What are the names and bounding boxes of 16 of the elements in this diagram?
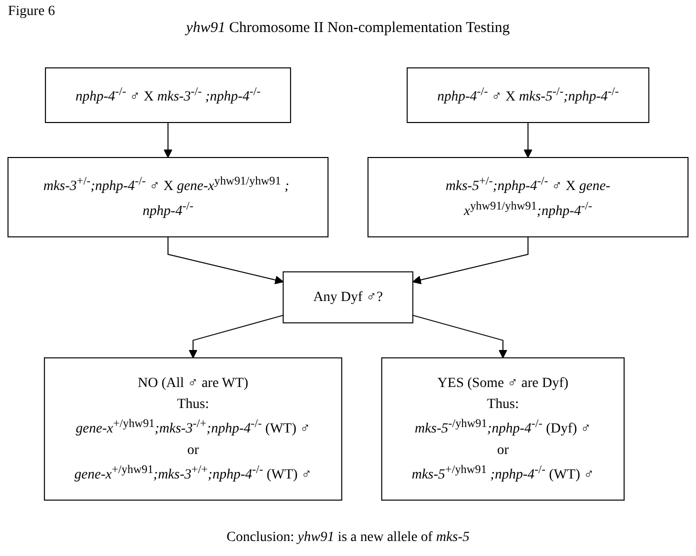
arrow: [412, 236, 528, 284]
node-box: mks-5$^{+/-}$;nphp-4$^{-/-}$ ♂ X gene-x$^{yhw91/yhw91}$;nphp-4$^{-/-}$: [368, 157, 688, 238]
conclusion-note: Conclusion: yhw91 is a new allele of mks-5: [225, 530, 471, 546]
node-box: nphp-4$^{-/-}$ ♂ X mks-3$^{-/-}$ ;nphp-4$^{-/-}$: [44, 67, 292, 124]
diagram-title: yhw91 Chromosome II Non-complementation Testing: [184, 20, 511, 37]
node-box: Any Dyf ♂?: [282, 271, 414, 324]
arrow: [164, 122, 172, 158]
figure-number: Figure 6: [8, 4, 56, 20]
node-box: mks-3$^{+/-}$;nphp-4$^{-/-}$ ♂ X gene-x$^{yhw91/yhw91}$ ; nphp-4$^{-/-}$: [8, 157, 328, 238]
node-box: nphp-4$^{-/-}$ ♂ X mks-5$^{-/-}$;nphp-4$^{-/-}$: [406, 67, 650, 124]
arrow: [188, 314, 284, 358]
arrow: [168, 236, 284, 284]
arrow: [412, 314, 508, 358]
node-box: YES (Some ♂ are Dyf) Thus: mks-5$^{-/yhw91}$;nphp-4$^{-/-}$ (Dyf) ♂ or mks-5$^{+/yhw91}$ ;nphp-4$^{-/-}$ (WT) ♂: [381, 357, 625, 501]
arrow: [524, 122, 532, 158]
node-box: NO (All ♂ are WT) Thus: gene-x$^{+/yhw91}$;mks-3$^{-/+}$;nphp-4$^{-/-}$ (WT) ♂ or gene-x$^{+/yhw91}$;mks-3$^{+/+}$;nphp-4$^{-/-}$ (WT) ♂: [44, 357, 342, 501]
